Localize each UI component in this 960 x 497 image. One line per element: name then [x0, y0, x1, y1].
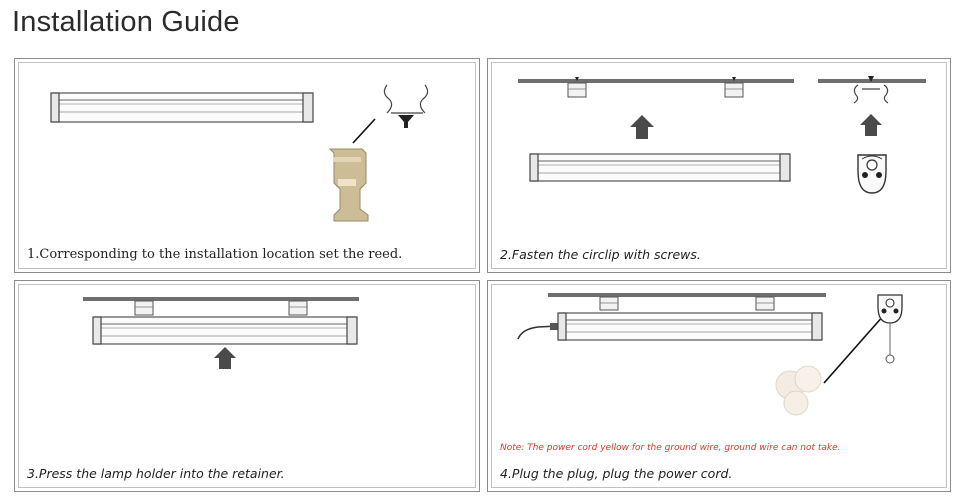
led-tube-fixture — [92, 316, 358, 345]
step-1-panel: 1.Corresponding to the installation loca… — [14, 58, 480, 273]
step-2-panel: 2.Fasten the circlip with screws. — [487, 58, 951, 273]
step-3-illustration — [83, 297, 359, 369]
led-tube-fixture — [557, 312, 823, 341]
panel-inner-border — [18, 284, 476, 488]
lamp-holder-wiring-icon — [877, 294, 903, 364]
step-4-illustration — [517, 293, 903, 416]
spring-clip-icon — [383, 84, 429, 128]
step-2-caption: 2.Fasten the circlip with screws. — [500, 247, 701, 262]
up-arrow-icon — [860, 114, 882, 136]
page-title: Installation Guide — [12, 6, 240, 38]
reed-retainer-clip — [328, 148, 369, 222]
ceiling-rail-with-clips — [83, 297, 359, 316]
led-tube-fixture — [50, 92, 314, 123]
up-arrow-icon — [214, 347, 236, 369]
ceramic-connector — [775, 365, 822, 416]
pointer-line — [823, 314, 885, 384]
ceiling-rail-with-clips — [548, 293, 826, 311]
step-3-caption: 3.Press the lamp holder into the retaine… — [27, 466, 285, 481]
step-4-panel: Note: The power cord yellow for the grou… — [487, 280, 951, 492]
ceiling-rail-with-clips — [518, 77, 794, 98]
step-1-caption: 1.Corresponding to the installation loca… — [27, 247, 403, 262]
power-cord-icon — [517, 323, 562, 340]
step-3-panel: 3.Press the lamp holder into the retaine… — [14, 280, 480, 492]
step-1-illustration — [50, 84, 429, 222]
panel-inner-border — [491, 284, 947, 488]
ceiling-rail-detail — [818, 76, 926, 104]
panel-inner-border — [491, 62, 947, 269]
up-arrow-icon — [630, 115, 654, 139]
ground-wire-note: Note: The power cord yellow for the grou… — [500, 443, 841, 453]
pointer-line — [352, 118, 376, 144]
panel-inner-border — [18, 62, 476, 269]
lamp-holder-icon — [857, 154, 887, 194]
step-2-illustration — [518, 76, 926, 194]
step-4-caption: 4.Plug the plug, plug the power cord. — [500, 466, 733, 481]
led-tube-fixture — [529, 153, 791, 182]
